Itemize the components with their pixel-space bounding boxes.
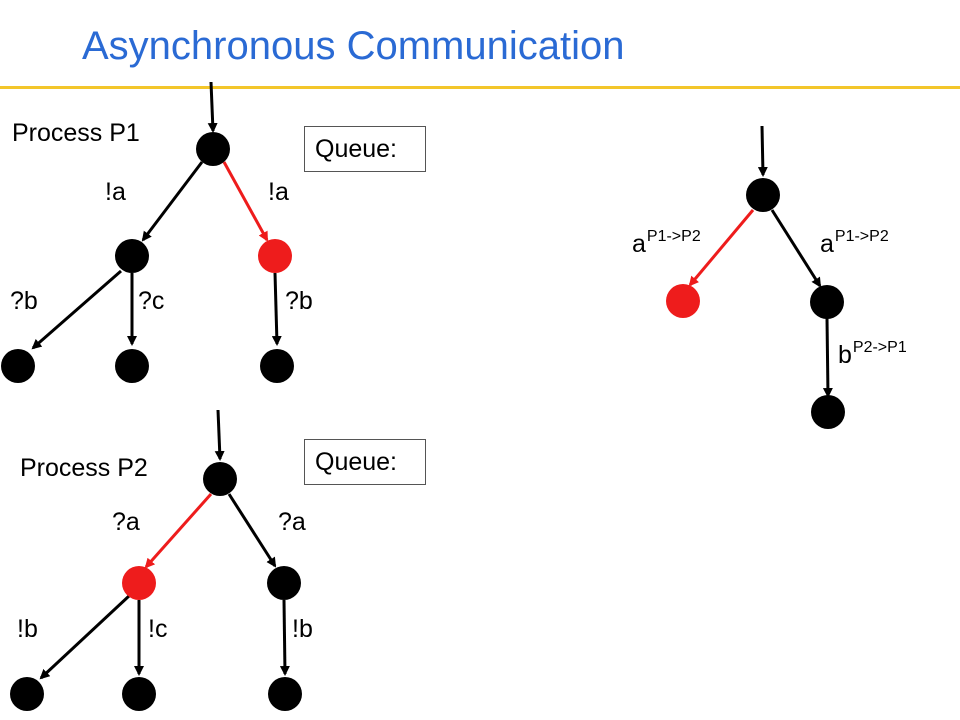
combined-label-lower: bP2->P1	[838, 333, 907, 370]
p1-edge-right-b	[271, 272, 282, 346]
p2-edge-label-root-left: ?a	[112, 508, 140, 536]
combined-node-root	[746, 178, 780, 212]
combined-lower-msg: b	[838, 341, 852, 369]
combined-edge-right	[770, 209, 822, 288]
p1-entry-arrow	[207, 81, 218, 133]
combined-lower-dir: P2->P1	[852, 339, 907, 356]
p1-edge-root-right	[222, 161, 269, 242]
combined-label-left: aP1->P2	[632, 222, 701, 259]
p2-edge-root-left	[144, 493, 213, 569]
p1-edge-label-root-right: !a	[268, 178, 289, 206]
p2-edge-label-root-right: ?a	[278, 508, 306, 536]
slide-title: Asynchronous Communication	[82, 24, 625, 68]
p1-node-leaf-3	[260, 349, 294, 383]
combined-left-dir: P1->P2	[646, 228, 701, 245]
p1-process-label: Process P1	[12, 119, 140, 147]
p2-node-leaf-1	[10, 677, 44, 711]
title-underline	[0, 86, 960, 89]
p2-edge-left-b	[39, 594, 131, 680]
p1-edge-label-root-left: !a	[105, 178, 126, 206]
combined-tree	[666, 125, 845, 429]
p2-process-label: Process P2	[20, 454, 148, 482]
p1-edge-root-left	[141, 161, 204, 242]
p2-entry-arrow	[214, 409, 225, 461]
p1-queue-box: Queue:	[304, 126, 426, 172]
p1-node-left	[115, 239, 149, 273]
p2-node-root	[203, 462, 237, 496]
p2-node-leaf-2	[122, 677, 156, 711]
p2-queue-box: Queue:	[304, 439, 426, 485]
p1-node-leaf-1	[1, 349, 35, 383]
combined-node-right	[810, 285, 844, 319]
combined-right-msg: a	[820, 230, 834, 258]
p2-edge-root-right	[227, 493, 277, 568]
combined-edge-lower	[822, 317, 833, 398]
p1-node-right	[258, 239, 292, 273]
combined-entry-arrow	[757, 125, 768, 177]
p1-node-root	[196, 132, 230, 166]
p1-edge-label-right-b: ?b	[285, 287, 313, 315]
p1-edge-left-b	[31, 269, 122, 350]
combined-node-left	[666, 284, 700, 318]
combined-edge-left	[688, 209, 755, 287]
p2-node-left	[122, 566, 156, 600]
p1-edge-label-left-c: ?c	[138, 287, 165, 315]
p1-node-leaf-2	[115, 349, 149, 383]
p2-queue-label: Queue:	[315, 448, 398, 476]
combined-node-leaf	[811, 395, 845, 429]
p1-edge-label-left-b: ?b	[10, 287, 38, 315]
p2-tree	[10, 409, 302, 711]
p2-edge-label-left-b: !b	[17, 615, 38, 643]
p1-tree	[1, 81, 294, 383]
combined-label-right: aP1->P2	[820, 222, 889, 259]
p1-queue-label: Queue:	[315, 135, 398, 163]
p2-edge-right-b	[279, 599, 290, 676]
p2-node-leaf-3	[268, 677, 302, 711]
p2-node-right	[267, 566, 301, 600]
combined-left-msg: a	[632, 230, 646, 258]
p2-edge-label-right-b: !b	[292, 615, 313, 643]
p2-edge-label-left-c: !c	[148, 615, 168, 643]
combined-right-dir: P1->P2	[834, 228, 889, 245]
